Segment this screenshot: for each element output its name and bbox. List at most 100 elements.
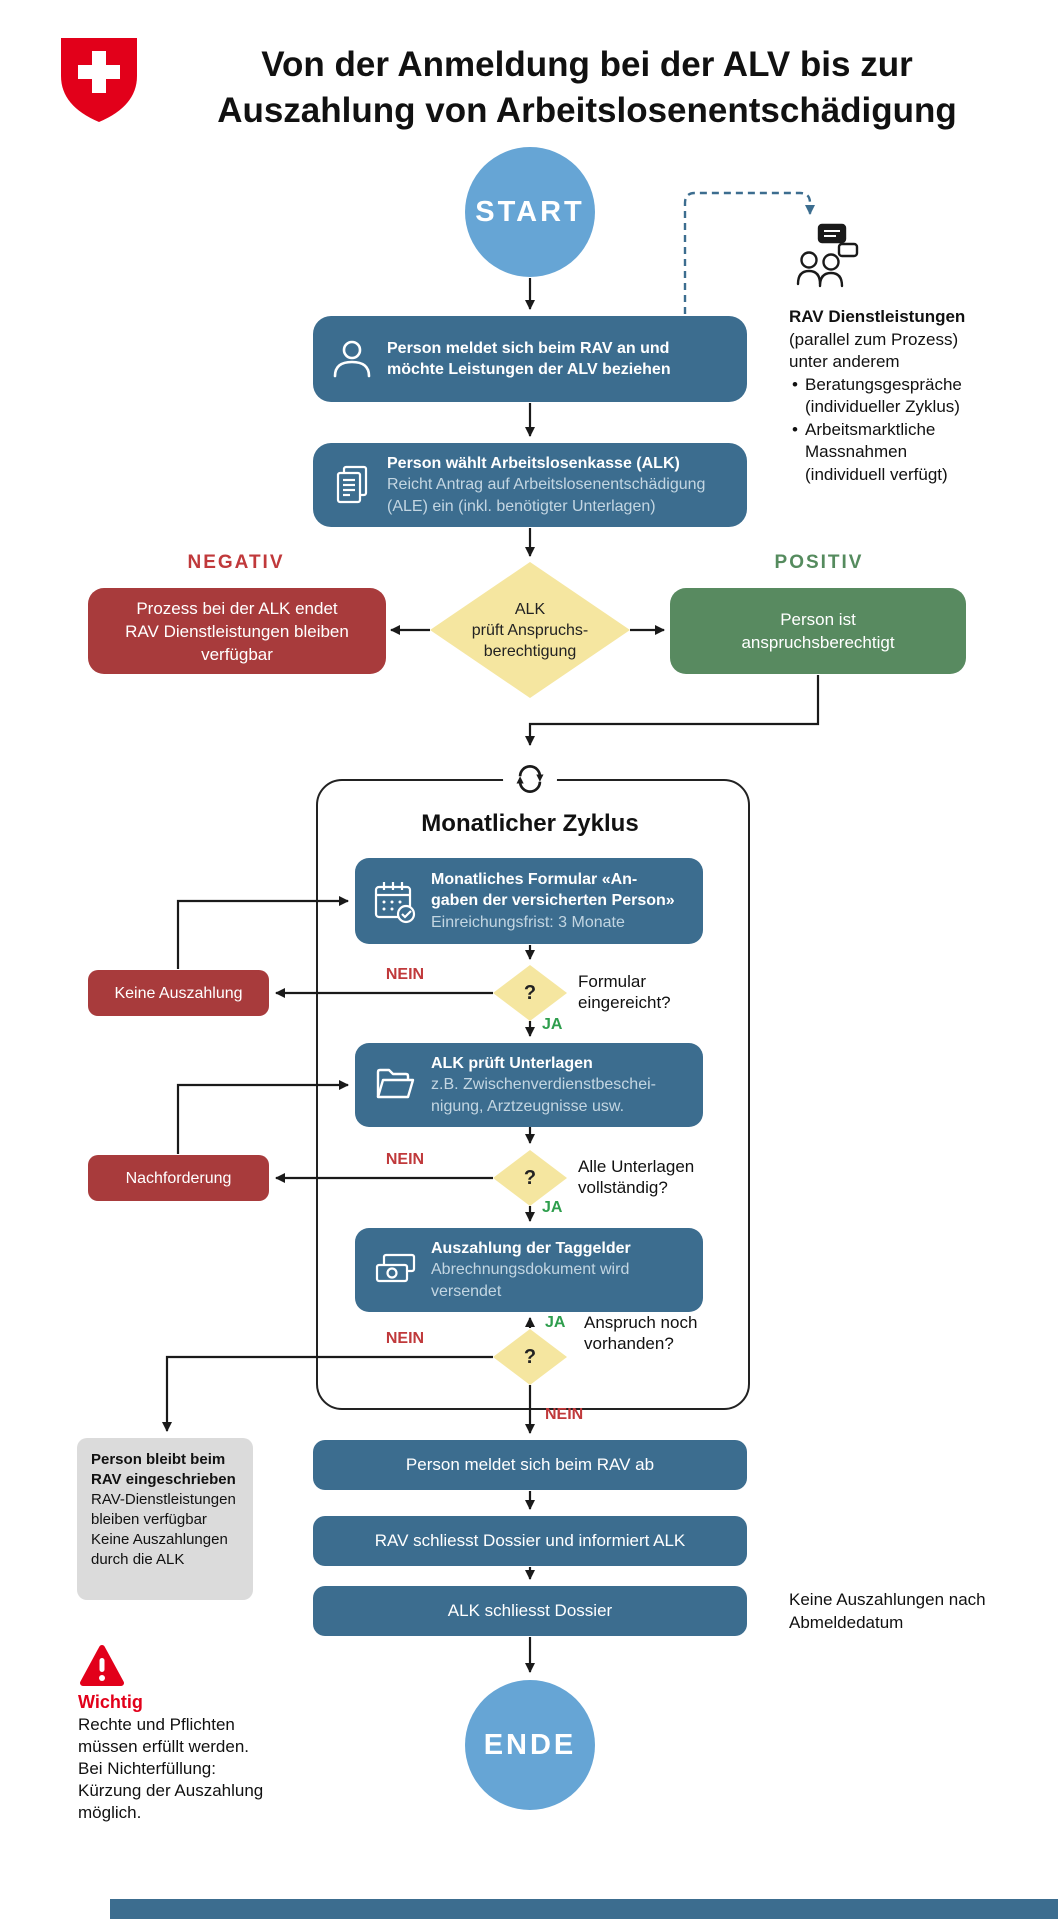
decision-line: prüft Anspruchs-	[471, 621, 589, 639]
step-alk-close-dossier: ALK schliesst Dossier	[313, 1586, 747, 1636]
text-line: RAV schliesst Dossier und informiert ALK	[374, 1531, 686, 1550]
rav-services-line: unter anderem	[789, 352, 900, 371]
text-line: Person wählt Arbeitslosenkasse (ALK)	[387, 454, 680, 472]
text-line: möchte Leistungen der ALV beziehen	[387, 361, 671, 378]
nein-label-2: NEIN	[385, 1151, 425, 1168]
step-check-documents-text: ALK prüft Unterlagen z.B. Zwischenverdie…	[431, 1053, 656, 1118]
rav-services-bullet-2-cont: (individuell verfügt)	[805, 464, 948, 484]
documents-icon	[329, 462, 375, 508]
footer-bar	[110, 1899, 1058, 1919]
text-line: Nachforderung	[125, 1169, 232, 1187]
positiv-label: POSITIV	[774, 552, 864, 573]
text-line: anspruchsberechtigt	[741, 633, 895, 652]
text-line: müssen erfüllt werden.	[78, 1737, 250, 1756]
important-text: Rechte und Pflichten müssen erfüllt werd…	[78, 1714, 298, 1824]
text-line: eingereicht?	[578, 993, 671, 1012]
step-rav-registration-text: Person meldet sich beim RAV an und möcht…	[387, 338, 671, 381]
person-icon	[329, 336, 375, 382]
important-title: Wichtig	[78, 1692, 143, 1712]
warning-icon	[79, 1644, 125, 1693]
rav-services-bullet-2-cont: Massnahmen	[805, 442, 908, 461]
text-line: Alle Unterlagen	[578, 1157, 695, 1176]
text-line: Anspruch noch	[584, 1313, 698, 1332]
text-line: RAV eingeschrieben	[91, 1471, 236, 1488]
step-rav-deregister: Person meldet sich beim RAV ab	[313, 1440, 747, 1490]
text-line: Person bleibt beim	[91, 1451, 226, 1468]
title-line-2: Auszahlung von Arbeitslosenentschädigung	[217, 91, 957, 130]
text-line: durch die ALK	[91, 1551, 185, 1568]
ja-label-3: JA	[545, 1314, 566, 1331]
step-alk-application: Person wählt Arbeitslosenkasse (ALK) Rei…	[313, 443, 747, 527]
text-line: RAV Dienstleistungen bleiben	[125, 621, 349, 641]
ja-label-1: JA	[542, 1016, 563, 1033]
question-docs-complete: Alle Unterlagen vollständig?	[578, 1156, 694, 1198]
arrow-positiv-to-cycle	[525, 675, 820, 746]
text-line: versendet	[431, 1282, 502, 1300]
step-rav-registration: Person meldet sich beim RAV an und möcht…	[313, 316, 747, 402]
step-check-documents: ALK prüft Unterlagen z.B. Zwischenverdie…	[355, 1043, 703, 1127]
nein-label-4: NEIN	[545, 1406, 584, 1423]
text-line: ALK schliesst Dossier	[447, 1601, 613, 1620]
text-line: Prozess bei der ALK endet	[136, 598, 338, 618]
start-node: START	[465, 147, 595, 277]
calendar-icon	[371, 877, 419, 925]
text-line: Formular	[578, 972, 647, 991]
step-payout: Auszahlung der Taggelder Abrechnungsdoku…	[355, 1228, 703, 1312]
text-line: Auszahlung der Taggelder	[431, 1239, 631, 1257]
nein-label-3: NEIN	[385, 1330, 425, 1347]
text-line: Abrechnungsdokument wird	[431, 1261, 630, 1279]
page-title: Von der Anmeldung bei der ALV bis zur Au…	[122, 42, 1052, 134]
step-monthly-form-text: Monatliches Formular «An- gaben der vers…	[431, 869, 675, 934]
text-line: Einreichungsfrist: 3 Monate	[431, 913, 625, 931]
decision-line: ALK	[514, 600, 546, 618]
text-line: z.B. Zwischenverdienstbeschei-	[431, 1076, 656, 1094]
step-rav-close-dossier: RAV schliesst Dossier und informiert ALK	[313, 1516, 747, 1566]
text-line: Person meldet sich beim RAV an und	[387, 339, 670, 357]
step-alk-application-text: Person wählt Arbeitslosenkasse (ALK) Rei…	[387, 453, 705, 518]
rav-services-title: RAV Dienstleistungen	[789, 307, 966, 326]
text-line: Person ist	[780, 610, 856, 629]
text-line: ALK prüft Unterlagen	[431, 1054, 593, 1072]
text-line: möglich.	[78, 1803, 142, 1822]
no-payout-box: Keine Auszahlung	[88, 970, 269, 1016]
step-payout-text: Auszahlung der Taggelder Abrechnungsdoku…	[431, 1238, 631, 1303]
end-node: ENDE	[465, 1680, 595, 1810]
question-claim-remaining: Anspruch noch vorhanden?	[584, 1312, 697, 1354]
text-line: Abmeldedatum	[789, 1613, 904, 1632]
step-monthly-form: Monatliches Formular «An- gaben der vers…	[355, 858, 703, 944]
text-line: gaben der versicherten Person»	[431, 892, 675, 910]
text-line: Keine Auszahlungen	[91, 1531, 228, 1548]
text-line: vollständig?	[578, 1178, 668, 1197]
question-mark: ?	[523, 981, 537, 1004]
rav-services-note: RAV Dienstleistungen (parallel zum Proze…	[789, 306, 1034, 486]
rav-services-icon	[795, 222, 861, 293]
folder-icon	[371, 1061, 419, 1109]
text-line: vorhanden?	[584, 1334, 674, 1353]
text-line: Reicht Antrag auf Arbeitslosenentschädig…	[387, 476, 706, 494]
rav-services-bullet-1: Beratungsgespräche	[789, 374, 1034, 397]
stays-registered-box: Person bleibt beim RAV eingeschrieben RA…	[77, 1438, 253, 1600]
title-line-1: Von der Anmeldung bei der ALV bis zur	[261, 45, 913, 84]
text-line: Person meldet sich beim RAV ab	[405, 1455, 655, 1474]
decision-entitlement: ALK prüft Anspruchs- berechtigung	[430, 562, 630, 698]
text-line: (ALE) ein (inkl. benötigter Unterlagen)	[387, 497, 656, 515]
text-line: Keine Auszahlungen nach	[789, 1590, 986, 1609]
rav-services-bullet-2: Arbeitsmarktliche	[789, 419, 1034, 442]
text-line: Keine Auszahlung	[114, 984, 243, 1002]
text-line: RAV-Dienstleistungen	[91, 1491, 236, 1508]
ja-label-2: JA	[542, 1199, 563, 1216]
decision-line: berechtigung	[483, 642, 577, 660]
question-form-submitted: Formular eingereicht?	[578, 971, 671, 1013]
start-label: START	[475, 195, 585, 228]
text-line: verfügbar	[201, 644, 273, 664]
no-payout-after-note: Keine Auszahlungen nach Abmeldedatum	[789, 1588, 1029, 1634]
swiss-logo	[57, 34, 141, 131]
positiv-outcome-box: Person ist anspruchsberechtigt	[670, 588, 966, 674]
cycle-refresh-icon	[503, 752, 557, 806]
negativ-label: NEGATIV	[187, 552, 285, 573]
money-icon	[371, 1246, 419, 1294]
cycle-title: Monatlicher Zyklus	[421, 810, 639, 837]
text-line: Kürzung der Auszahlung	[78, 1781, 264, 1800]
text-line: Bei Nichterfüllung:	[78, 1759, 216, 1778]
